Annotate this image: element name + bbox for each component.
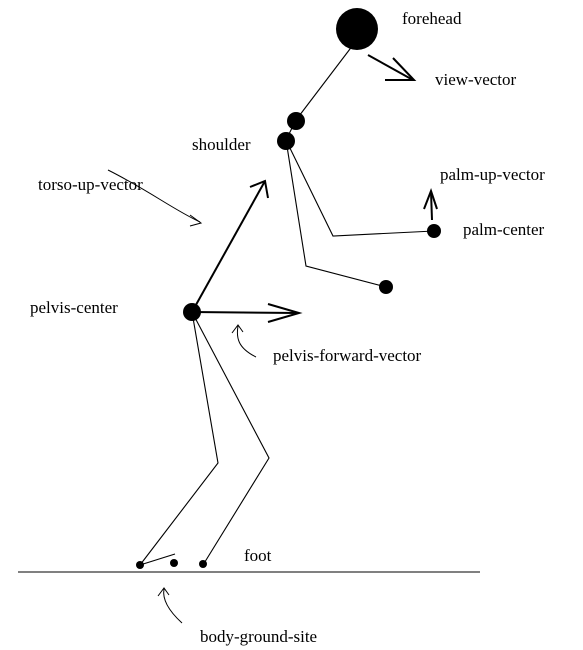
pelvis-forward-vector-arrowhead xyxy=(267,303,303,323)
front-leg xyxy=(191,311,270,566)
hand-joint xyxy=(379,280,393,294)
forehead-joint xyxy=(336,8,378,50)
view-vector-label: view-vector xyxy=(435,70,517,89)
pelvis-forward-vector-label: pelvis-forward-vector xyxy=(273,346,422,365)
forehead-label: forehead xyxy=(402,9,462,28)
torso-up-vector-leader xyxy=(107,169,201,223)
toe-segment xyxy=(139,553,176,566)
palm-up-vector-label: palm-up-vector xyxy=(440,165,545,184)
neck-segment xyxy=(295,44,354,121)
torso-up-vector-label: torso-up-vector xyxy=(38,175,143,194)
view-vector-shaft xyxy=(367,54,414,81)
right-arm xyxy=(285,139,435,237)
back-leg xyxy=(139,311,219,566)
left-arm xyxy=(285,139,387,288)
palm-up-vector-arrowhead xyxy=(423,188,438,210)
neck-joint xyxy=(287,112,305,130)
shoulder-joint xyxy=(277,132,295,150)
torso-up-vector-arrowhead xyxy=(249,179,269,199)
pelvis-forward-vector-leader xyxy=(236,325,257,358)
body-ground-site-leader xyxy=(163,588,183,624)
shoulder-label: shoulder xyxy=(192,135,251,154)
pelvis-center-joint xyxy=(183,303,201,321)
body-ground-site-leader-head xyxy=(157,587,170,597)
palm-center-joint xyxy=(427,224,441,238)
palm-up-vector-shaft xyxy=(430,191,433,221)
pelvis-center-label: pelvis-center xyxy=(30,298,118,317)
foot-label: foot xyxy=(244,546,272,565)
heel-joint xyxy=(136,561,144,569)
pelvis-forward-vector-shaft xyxy=(191,311,299,314)
toe-joint xyxy=(170,559,178,567)
torso-up-vector-shaft xyxy=(191,180,266,313)
pelvis-forward-vector-leader-head xyxy=(231,324,244,334)
view-vector-arrowhead xyxy=(385,57,417,81)
palm-center-label: palm-center xyxy=(463,220,545,239)
body-ground-site-label: body-ground-site xyxy=(200,627,317,646)
foot-joint xyxy=(199,560,207,568)
torso-up-vector-leader-head xyxy=(189,214,203,227)
